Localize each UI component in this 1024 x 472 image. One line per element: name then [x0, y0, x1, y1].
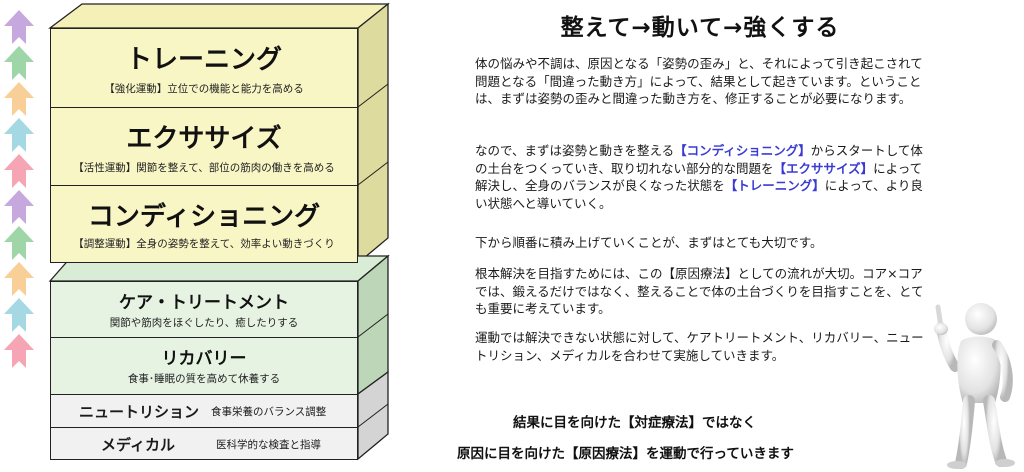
block-title: エクササイズ [126, 124, 282, 154]
pointing-person-figure [934, 303, 1015, 469]
conclusion-line-1: 結果に目を向けた【対症療法】ではなく [513, 415, 756, 431]
arrow-chevron-icon [4, 10, 34, 44]
block-title: リカバリー [161, 349, 247, 369]
text-segment: からスタートして体の土台をつくっていき、取り切れない部分的な問題を [475, 143, 923, 176]
arrow-chevron-icon [4, 46, 34, 80]
text-segment: によって、より良い状態へと導いていく。 [475, 178, 923, 211]
block-subtitle: 【強化運動】立位での機能と能力を高める [104, 83, 304, 95]
block-title: ケア・トリートメント [119, 293, 289, 313]
arrow-chevron-icon [4, 82, 34, 116]
block-subtitle: 関節や筋肉をほぐしたり、癒したりする [109, 317, 299, 329]
arrow-chevron-icon [4, 118, 34, 152]
arrow-chevron-icon [4, 262, 34, 296]
block-nutrition: ニュートリション 食事栄養のバランス調整 [50, 394, 358, 428]
block-recovery: リカバリー 食事･睡眠の質を高めて休養する [50, 337, 358, 395]
highlight-conditioning: 【コンディショニング】 [674, 143, 811, 158]
highlight-training: 【トレーニング】 [724, 178, 825, 193]
block-subtitle: 【調整運動】全身の姿勢を整えて、効率よい動きづくり [73, 238, 335, 250]
block-medical: メディカル 医科学的な検査と指導 [50, 427, 358, 460]
paragraph-intro: 体の悩みや不調は、原因となる「姿勢の歪み」と、それによって引き起こされて問題とな… [475, 56, 923, 106]
block-title: トレーニング [125, 45, 282, 75]
block-subtitle: 食事･睡眠の質を高めて休養する [127, 373, 281, 385]
conclusion-line-2: 原因に目を向けた【原因療法】を運動で行っていきます [457, 446, 794, 462]
block-title: メディカル [101, 436, 175, 454]
arrow-chevron-icon [4, 190, 34, 224]
paragraph-root-cause: 根本解決を目指すためには、この【原因療法】としての流れが大切。コア×コアでは、鍛… [475, 266, 924, 316]
block-subtitle: 食事栄養のバランス調整 [211, 406, 327, 418]
block-training: トレーニング 【強化運動】立位での機能と能力を高める [50, 28, 358, 108]
block-exercise: エクササイズ 【活性運動】関節を整えて、部位の筋肉の働きを高める [50, 107, 358, 186]
highlight-exercise: 【エクササイズ】 [773, 160, 874, 176]
upward-arrow-column [4, 10, 34, 368]
arrow-chevron-icon [4, 226, 34, 260]
paragraph-approach: なので、まずは姿勢と動きを整える【コンディショニング】からスタートして体の土台を… [475, 142, 925, 212]
arrow-chevron-icon [4, 298, 34, 332]
block-conditioning: コンディショニング 【調整運動】全身の姿勢を整えて、効率よい動きづくり [50, 185, 358, 263]
paragraph-support: 運動では解決できない状態に対して、ケアトリートメント、リカバリー、ニュートリショ… [475, 330, 924, 363]
text-segment: なので、まずは姿勢と動きを整える [475, 143, 675, 158]
block-title: ニュートリション [79, 403, 200, 421]
block-subtitle: 【活性運動】関節を整えて、部位の筋肉の働きを高める [73, 162, 335, 174]
headline: 整えて→動いて→強くする [560, 15, 840, 41]
block-subtitle: 医科学的な検査と指導 [216, 439, 321, 451]
paragraph-order: 下から順番に積み上げていくことが、まずはとても大切です。 [475, 235, 823, 250]
arrow-chevron-icon [4, 334, 34, 368]
arrow-chevron-icon [4, 154, 34, 188]
block-title: コンディショニング [87, 202, 321, 232]
text-segment: によって解決し、全身のバランスが良くなった状態を [475, 160, 923, 194]
block-care-treatment: ケア・トリートメント 関節や筋肉をほぐしたり、癒したりする [50, 281, 358, 338]
